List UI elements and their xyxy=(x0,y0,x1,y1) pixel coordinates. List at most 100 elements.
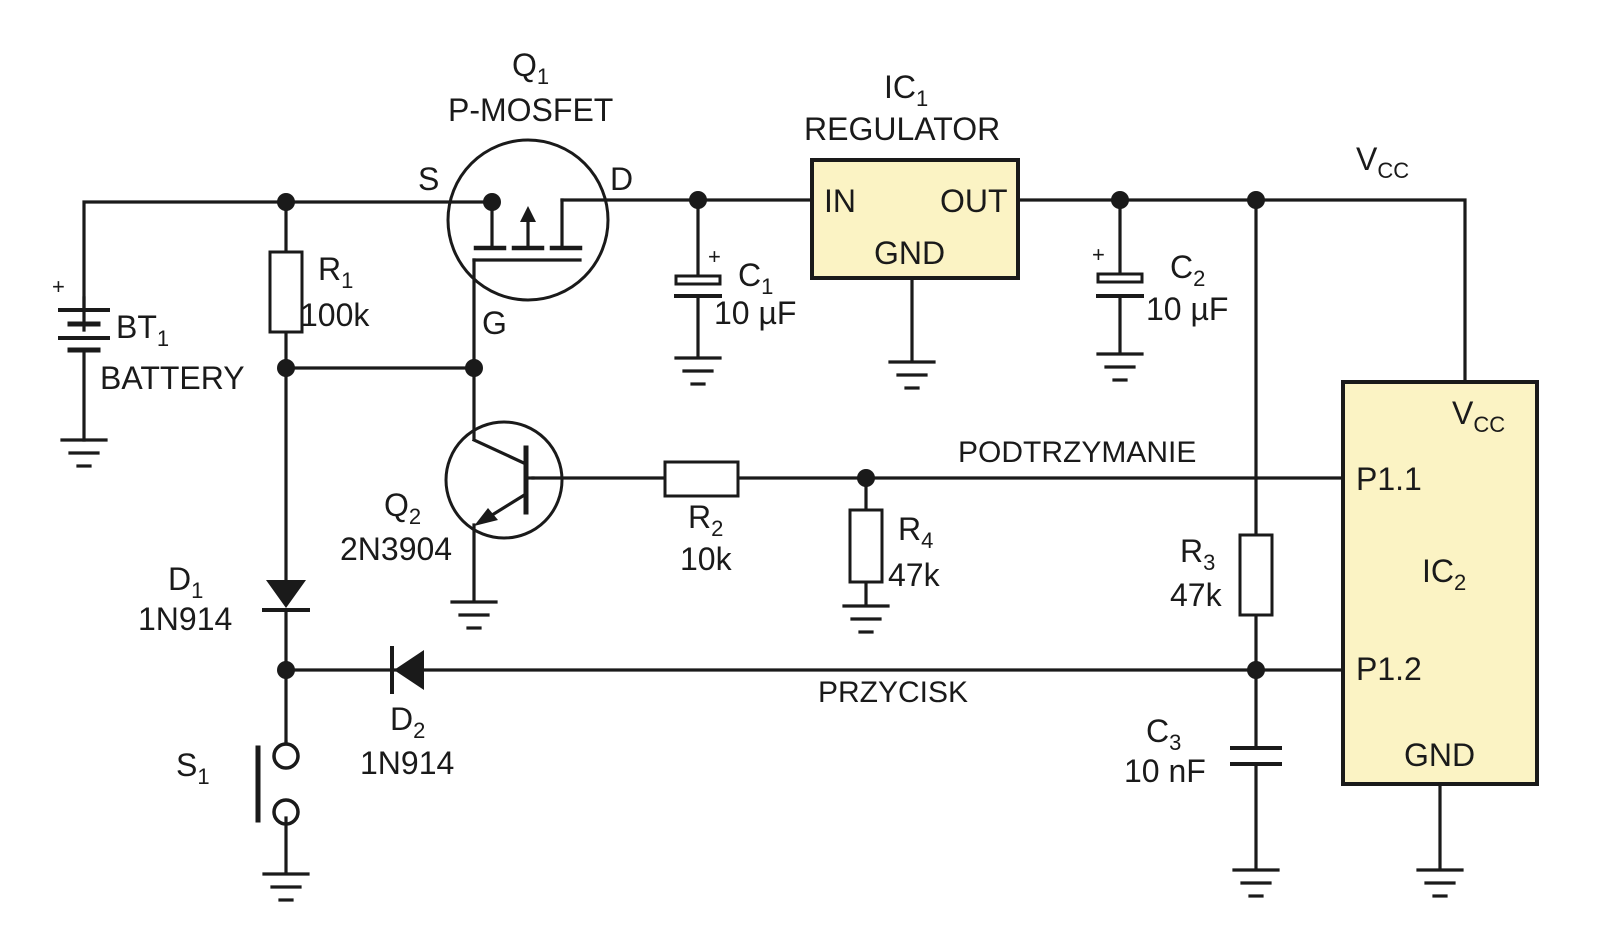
vcc-label: V xyxy=(1356,141,1378,177)
r3-value: 47k xyxy=(1170,577,1223,613)
diode-d1-symbol xyxy=(262,580,310,612)
d2-type: 1N914 xyxy=(360,745,454,781)
svg-text:IC1: IC1 xyxy=(884,69,928,111)
c1-polarity: + xyxy=(708,244,721,269)
ic2-pin-vcc-sub: CC xyxy=(1473,412,1505,437)
svg-text:C2: C2 xyxy=(1170,249,1205,291)
svg-text:D2: D2 xyxy=(390,701,425,743)
q2-ref: Q xyxy=(384,487,409,523)
r3-ref: R xyxy=(1180,533,1203,569)
ic2-pin-p12: P1.2 xyxy=(1356,651,1422,687)
bt1-ref: BT xyxy=(116,309,157,345)
svg-text:VCC: VCC xyxy=(1452,395,1505,437)
ground-icon xyxy=(1416,868,1464,898)
s1-ref: S xyxy=(176,747,197,783)
diode-d2-symbol xyxy=(390,646,424,694)
ic2-pin-vcc: V xyxy=(1452,395,1474,431)
svg-text:R3: R3 xyxy=(1180,533,1215,575)
ground-icon xyxy=(888,360,936,390)
junctions xyxy=(277,191,1265,679)
svg-text:R2: R2 xyxy=(688,499,723,541)
svg-text:Q1: Q1 xyxy=(512,47,549,89)
svg-text:IC2: IC2 xyxy=(1422,553,1466,595)
ic1-ref: IC xyxy=(884,69,916,105)
q1-ref: Q xyxy=(512,47,537,83)
bt1-type: BATTERY xyxy=(100,360,245,396)
r1-resistor xyxy=(268,250,304,334)
q1-sub: 1 xyxy=(537,64,549,89)
d2-sub: 2 xyxy=(413,718,425,743)
net-label-przycisk: PRZYCISK xyxy=(818,676,968,709)
svg-text:R4: R4 xyxy=(898,511,933,553)
battery-symbol xyxy=(58,296,110,353)
d2-ref: D xyxy=(390,701,413,737)
ic1-regulator xyxy=(810,158,1020,280)
q1-type: P-MOSFET xyxy=(448,92,613,128)
q1-pin-g: G xyxy=(482,305,507,341)
q1-pin-s: S xyxy=(418,161,439,197)
r2-sub: 2 xyxy=(711,516,723,541)
ground-symbols xyxy=(60,352,1464,902)
net-label-podtrzymanie: PODTRZYMANIE xyxy=(958,436,1196,469)
mosfet-q1-symbol xyxy=(446,138,610,302)
svg-text:C1: C1 xyxy=(738,257,773,299)
r4-ref: R xyxy=(898,511,921,547)
c1-ref: C xyxy=(738,257,761,293)
svg-text:C3: C3 xyxy=(1146,713,1181,755)
ic1-pin-gnd: GND xyxy=(874,235,945,271)
c2-polarity: + xyxy=(1092,242,1105,267)
d1-type: 1N914 xyxy=(138,601,232,637)
c2-sub: 2 xyxy=(1193,266,1205,291)
c3-sub: 3 xyxy=(1169,730,1181,755)
q2-sub: 2 xyxy=(409,504,421,529)
q1-pin-d: D xyxy=(610,161,633,197)
svg-text:Q2: Q2 xyxy=(384,487,421,529)
c1-capacitor xyxy=(674,274,722,298)
r3-sub: 3 xyxy=(1203,550,1215,575)
ic1-type: REGULATOR xyxy=(804,111,1000,147)
r1-ref: R xyxy=(318,251,341,287)
d1-sub: 1 xyxy=(191,578,203,603)
vcc-sub: CC xyxy=(1377,158,1409,183)
c3-ref: C xyxy=(1146,713,1169,749)
wires xyxy=(82,198,1467,874)
c1-value: 10 µF xyxy=(714,295,796,331)
r4-value: 47k xyxy=(888,557,941,593)
s1-sub: 1 xyxy=(197,764,209,789)
svg-text:BT1: BT1 xyxy=(116,309,169,351)
c1-sub: 1 xyxy=(761,274,773,299)
ground-icon xyxy=(1232,868,1280,898)
q2-type: 2N3904 xyxy=(340,531,452,567)
svg-text:S1: S1 xyxy=(176,747,210,789)
r4-resistor xyxy=(848,508,884,584)
transistor-q2-symbol xyxy=(444,420,564,540)
c2-ref: C xyxy=(1170,249,1193,285)
ground-icon xyxy=(450,600,498,630)
ic1-pin-out: OUT xyxy=(940,183,1008,219)
bt1-sub: 1 xyxy=(157,326,169,351)
r3-resistor xyxy=(1238,533,1274,617)
c3-value: 10 nF xyxy=(1124,753,1206,789)
r1-sub: 1 xyxy=(341,268,353,293)
pushbutton-s1-symbol xyxy=(255,740,300,826)
c2-capacitor xyxy=(1096,272,1144,298)
ground-icon xyxy=(674,356,722,386)
ic2-pin-p11: P1.1 xyxy=(1356,461,1422,497)
d1-ref: D xyxy=(168,561,191,597)
c3-capacitor xyxy=(1230,746,1282,766)
ground-icon xyxy=(262,872,310,902)
ic1-pin-in: IN xyxy=(824,183,856,219)
svg-text:R1: R1 xyxy=(318,251,353,293)
ic2-ref: IC xyxy=(1422,553,1454,589)
battery-polarity: + xyxy=(52,274,65,299)
ground-icon xyxy=(60,438,108,468)
ic2-sub: 2 xyxy=(1454,570,1466,595)
svg-text:VCC: VCC xyxy=(1356,141,1409,183)
r2-resistor xyxy=(663,460,740,498)
ic1-sub: 1 xyxy=(916,86,928,111)
ground-icon xyxy=(1096,352,1144,382)
svg-text:D1: D1 xyxy=(168,561,203,603)
ic2-microcontroller xyxy=(1341,380,1539,786)
r1-value: 100k xyxy=(300,297,370,333)
